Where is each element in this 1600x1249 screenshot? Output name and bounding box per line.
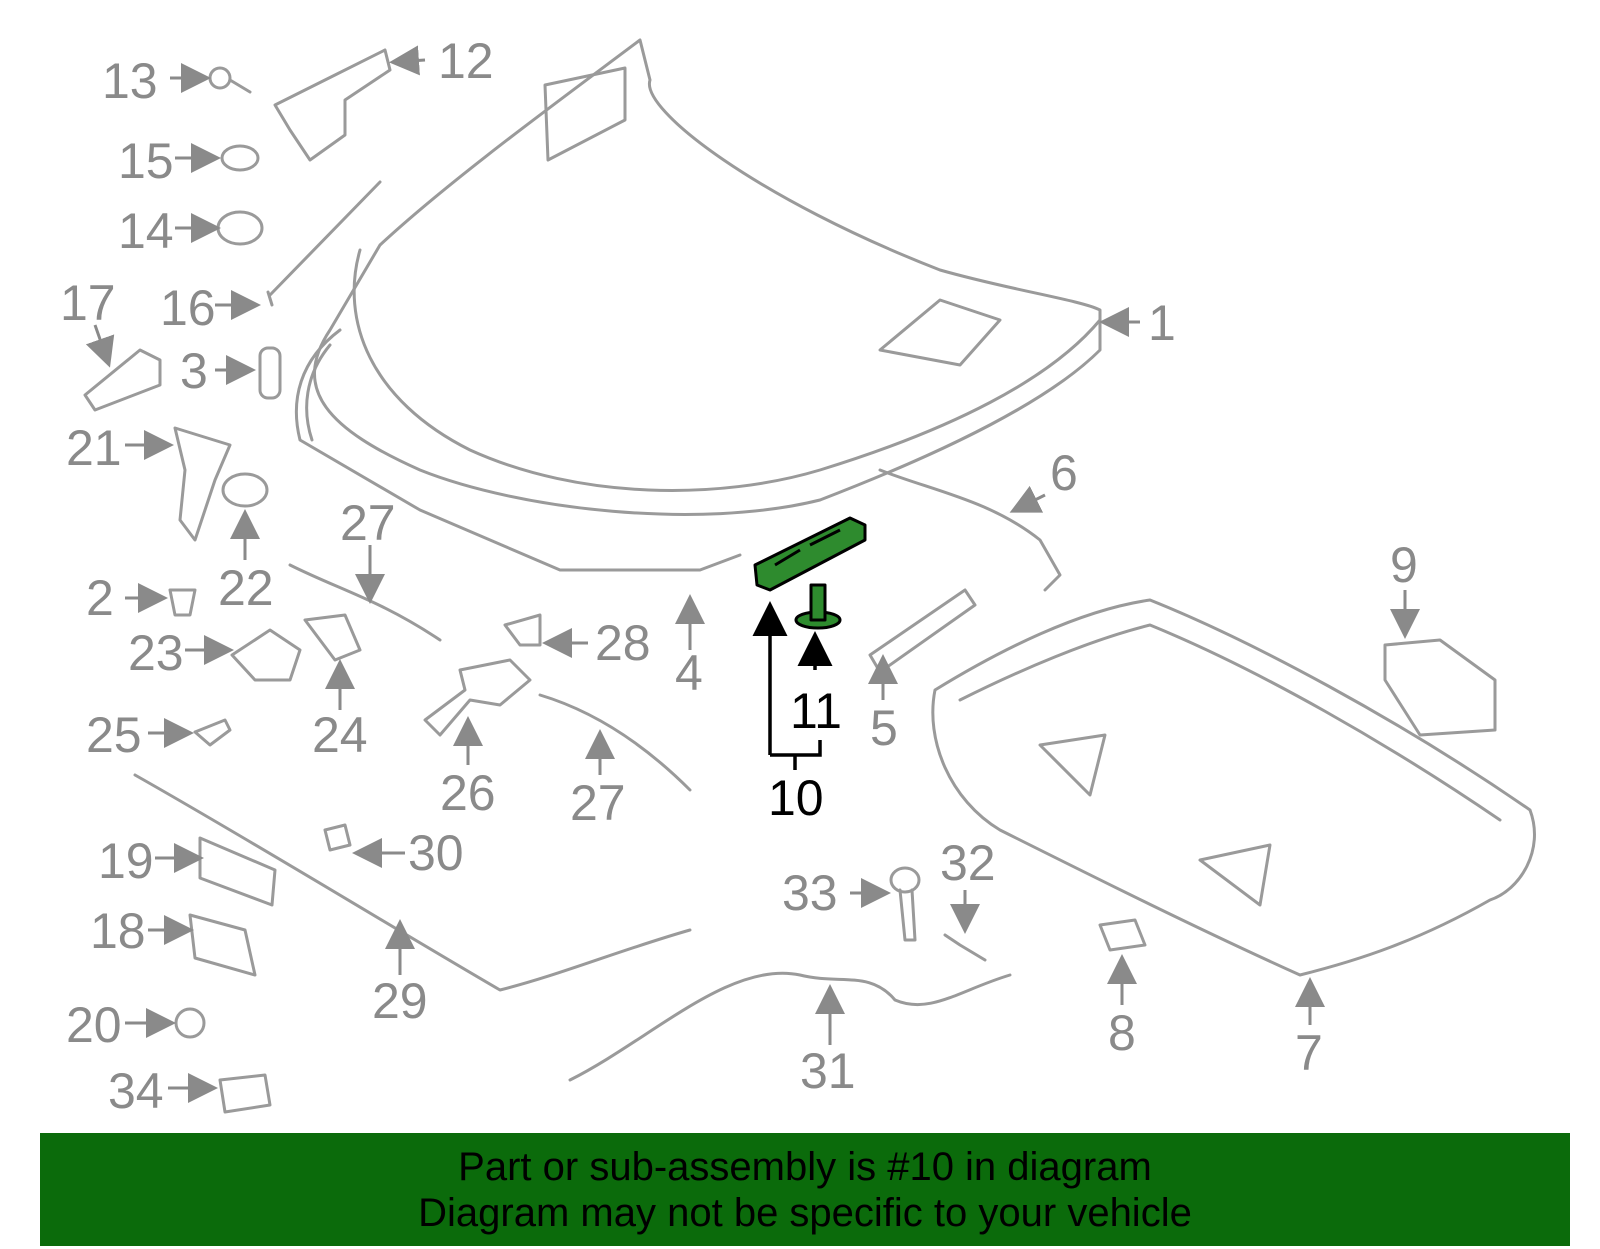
release-cable-lower — [538, 693, 692, 792]
callout-27-upper: 27 — [340, 495, 396, 551]
callout-34: 34 — [108, 1063, 164, 1119]
callout-labels: 1 2 3 4 5 6 7 8 9 10 11 12 13 14 15 16 1… — [60, 33, 1418, 1119]
release-cable-long — [133, 773, 692, 992]
callout-17: 17 — [60, 275, 116, 331]
part-10-highlighted — [753, 516, 867, 592]
callout-26: 26 — [440, 765, 496, 821]
hood-seal-front — [294, 328, 742, 572]
callout-22: 22 — [218, 560, 274, 616]
callout-8: 8 — [1108, 1005, 1136, 1061]
callout-32: 32 — [940, 835, 996, 891]
callout-10: 10 — [768, 770, 824, 826]
bolt-32 — [943, 933, 987, 962]
hood-hinge — [273, 48, 392, 162]
callout-27-lower: 27 — [570, 775, 626, 831]
banner-line-2: Diagram may not be specific to your vehi… — [418, 1190, 1192, 1235]
callout-18: 18 — [90, 903, 146, 959]
callout-20: 20 — [66, 997, 122, 1053]
callout-16: 16 — [160, 280, 216, 336]
info-banner: Part or sub-assembly is #10 in diagram D… — [40, 1133, 1570, 1246]
hood-seal-side — [878, 468, 1062, 592]
cable-clip-30 — [323, 823, 352, 852]
callout-11: 11 — [790, 683, 842, 739]
callout-13: 13 — [102, 53, 158, 109]
callout-3: 3 — [180, 343, 208, 399]
callout-28: 28 — [595, 615, 651, 671]
callout-31: 31 — [800, 1043, 856, 1099]
callout-30: 30 — [408, 825, 464, 881]
callout-25: 25 — [86, 707, 142, 763]
cable-clip — [503, 613, 542, 647]
hardware-parts — [83, 66, 362, 1114]
highlight-leaders — [752, 601, 833, 770]
callout-23: 23 — [128, 625, 184, 681]
banner-line-1: Part or sub-assembly is #10 in diagram — [458, 1144, 1152, 1189]
callout-7: 7 — [1295, 1025, 1323, 1081]
callout-6: 6 — [1050, 445, 1078, 501]
insulator-pad — [1383, 638, 1497, 737]
callout-9: 9 — [1390, 537, 1418, 593]
hood-seal-inner — [305, 343, 332, 442]
callout-29: 29 — [372, 973, 428, 1029]
clip-8 — [1098, 918, 1147, 952]
leader-arrows — [85, 45, 1420, 1103]
callout-12: 12 — [438, 33, 494, 89]
hood-trim-strip — [868, 588, 977, 674]
callout-24: 24 — [312, 707, 368, 763]
callout-14: 14 — [118, 203, 174, 259]
hood-strut — [266, 180, 382, 307]
part-11-clip — [794, 583, 842, 630]
callout-21: 21 — [66, 420, 122, 476]
callout-19: 19 — [98, 833, 154, 889]
callout-4: 4 — [675, 645, 703, 701]
callout-1: 1 — [1148, 295, 1176, 351]
callout-15: 15 — [118, 133, 174, 189]
hood-panel — [313, 38, 1102, 516]
hood-insulator — [931, 598, 1536, 977]
release-cable-secondary — [568, 971, 1012, 1082]
callout-33: 33 — [782, 865, 838, 921]
callout-2: 2 — [86, 570, 114, 626]
callout-5: 5 — [870, 700, 898, 756]
latch-bracket — [423, 658, 532, 737]
